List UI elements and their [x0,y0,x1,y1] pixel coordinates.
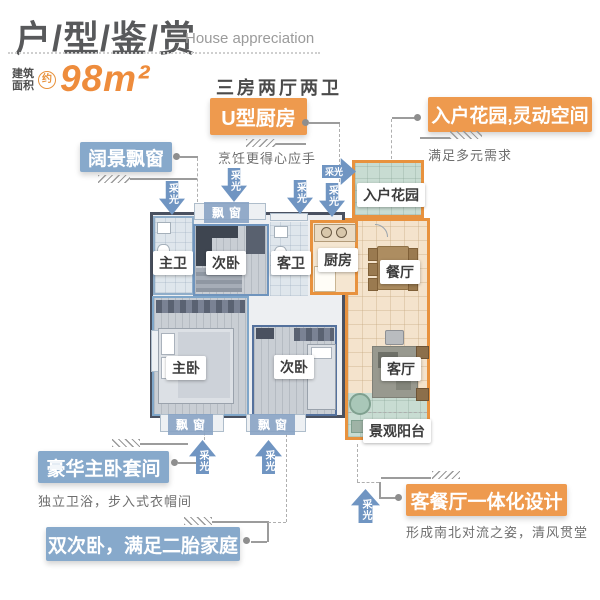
connector-line [268,522,286,523]
callout-master-suite-desc: 独立卫浴，步入式衣帽间 [38,494,193,509]
callout-living-dining-desc: 形成南北对流之姿，清风贯堂 [406,525,589,540]
callout-entry-garden-desc: 满足多元需求 [428,148,513,163]
balcony-plant [349,393,371,415]
label-entry-garden: 入户花园 [357,183,425,207]
hatch-mark [450,131,482,139]
connector-line [212,521,268,523]
label-bedroom-top: 次卧 [206,251,246,275]
connector-dot [173,153,180,160]
hatch-mark [112,439,140,447]
label-kitchen: 厨房 [318,248,358,272]
label-guest-bath: 客卫 [271,251,311,275]
hatch-mark [184,517,212,525]
bedroom-top-desk [212,226,238,238]
connector-line [276,143,306,145]
connector-dot [395,494,402,501]
connector-line [381,477,431,479]
connector-line [379,497,396,499]
bay-window-tag-bedroom: 飘窗 [250,414,296,435]
kitchen-sink-1 [321,227,332,238]
dining-chair [368,248,378,261]
kitchen-sink-2 [336,227,347,238]
master-wardrobe [156,300,245,313]
connector-line [420,137,450,139]
side-cabinet [416,388,429,401]
tv-cabinet [416,346,429,359]
connector-line [379,482,381,498]
callout-entry-garden: 入户花园,灵动空间 [428,97,592,132]
window-top-wall [270,213,308,221]
connector-line [140,443,188,445]
connector-dot [243,537,250,544]
label-bedroom-bottom: 次卧 [274,355,314,379]
sink [157,222,171,234]
connector-line [197,158,198,202]
connector-line [130,178,197,180]
daylight-arrow-down: 采光 [159,181,185,215]
connector-line [180,156,198,158]
connector-line [339,124,340,182]
callout-kitchen-desc: 烹饪更得心应手 [218,151,317,166]
title-divider [8,52,320,54]
callout-master-suite: 豪华主卧套间 [38,451,169,483]
daylight-arrow-down: 采光 [287,180,313,214]
layout-type: 三房两厅两卫 [216,78,342,98]
armchair [385,330,404,345]
connector-line [391,119,392,159]
dining-chair [368,278,378,291]
label-living: 客厅 [381,357,421,381]
page-title: 户/型/鉴/赏 [15,18,197,59]
callout-twin-bedrooms: 双次卧，满足二胎家庭 [46,527,240,561]
bay-window-tag-top: 飘窗 [204,202,250,223]
hatch-mark [98,175,130,183]
label-dining: 餐厅 [380,260,420,284]
daylight-arrow-up: 采光 [255,440,282,474]
hatch-mark [432,471,460,479]
connector-dot [302,119,309,126]
connector-line [357,482,379,483]
pillow [161,333,175,355]
daylight-arrow-up: 采光 [189,440,216,474]
bay-window-tag-master: 飘窗 [168,414,214,435]
connector-dot [171,459,178,466]
connector-dot [414,114,421,121]
pillow [311,347,332,359]
connector-line [251,541,267,543]
callout-living-dining: 客餐厅一体化设计 [406,484,567,516]
daylight-arrow-down: 采光 [221,168,247,202]
connector-line [309,122,340,124]
connector-line [267,521,269,542]
callout-kitchen: U型厨房 [210,98,307,135]
sink [274,226,288,238]
approx-badge: 约 [38,71,56,89]
hatch-mark [246,139,276,147]
connector-line [357,444,358,482]
callout-bay-window: 阔景飘窗 [80,142,172,172]
area-value: 98m² [60,58,151,99]
bedroom-bottom-dresser [256,328,274,339]
connector-line [178,462,196,464]
dining-chair [368,263,378,276]
daylight-arrow-up: 采光 [351,489,380,523]
area-label: 建筑 面积 [12,68,34,92]
label-balcony: 景观阳台 [363,419,431,443]
balcony-divider [348,412,427,413]
label-master-bedroom: 主卧 [166,356,206,380]
label-master-bath: 主卫 [153,251,193,275]
page-subtitle: House appreciation [185,30,315,47]
connector-line [392,117,416,119]
bedroom-top-cabinet [246,226,265,254]
connector-line [286,434,287,522]
bedroom-bottom-wardrobe [294,328,334,341]
